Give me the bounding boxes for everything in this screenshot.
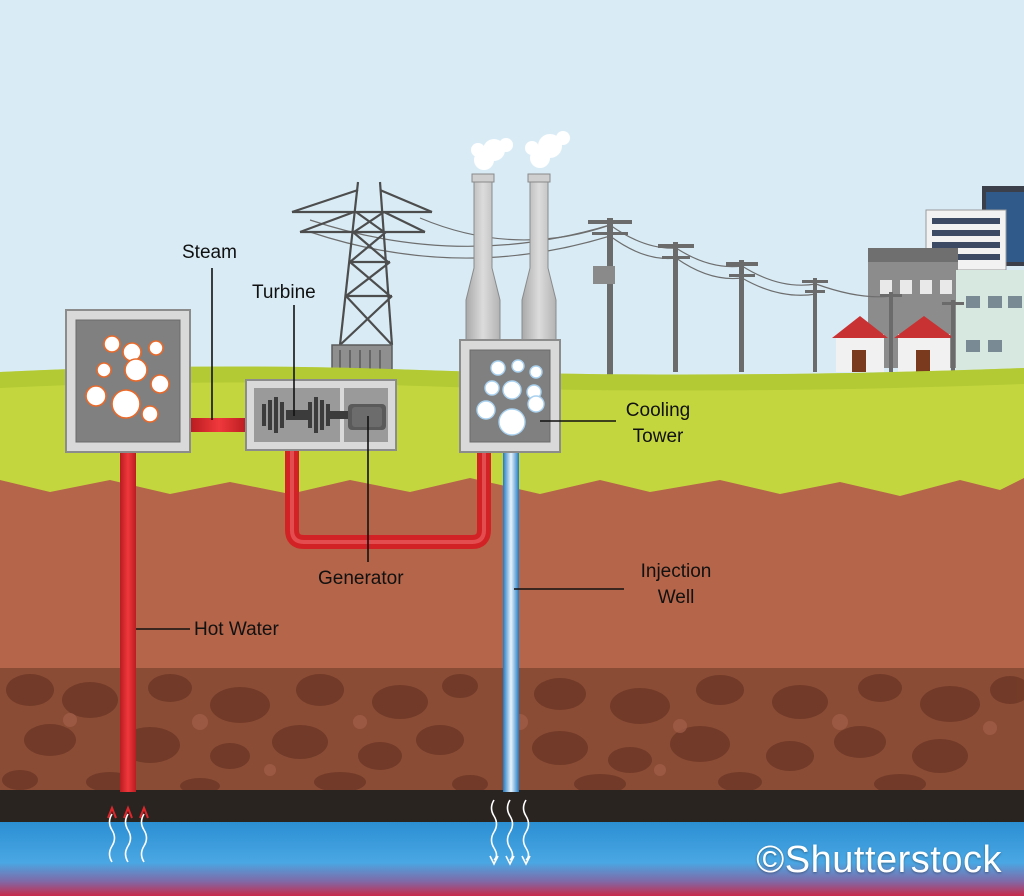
injection-well-pipe [503, 450, 519, 792]
cooling-tower-label-line1: Cooling [625, 400, 691, 421]
utility-poles [588, 218, 964, 376]
sinking-water-arrows [489, 799, 531, 866]
production-well-pipe [120, 450, 136, 792]
houses [832, 316, 954, 372]
steam-plumes [471, 131, 570, 170]
cooling-tower-label-line2: Tower [632, 426, 684, 447]
cooling-tower-label: Cooling Tower [620, 398, 696, 450]
cooling-tower-box [459, 339, 561, 453]
hot-water-label: Hot Water [194, 619, 279, 640]
steam-separator-box [65, 309, 191, 453]
transmission-tower [291, 181, 433, 346]
rocks [2, 674, 1024, 794]
shutterstock-watermark: ©Shutterstock [756, 839, 1002, 881]
steam-label: Steam [182, 242, 237, 263]
turbine-generator-house [245, 379, 397, 451]
generator-label: Generator [318, 568, 404, 589]
turbine-label: Turbine [252, 282, 316, 303]
injection-well-label-line1: Injection [640, 561, 712, 582]
steam-pipe [190, 418, 248, 432]
rising-heat-arrows [107, 805, 149, 863]
injection-well-label-line2: Well [657, 587, 695, 608]
leader-lines [136, 268, 624, 630]
injection-well-label: Injection Well [630, 559, 722, 611]
smoke-stacks [465, 173, 557, 346]
